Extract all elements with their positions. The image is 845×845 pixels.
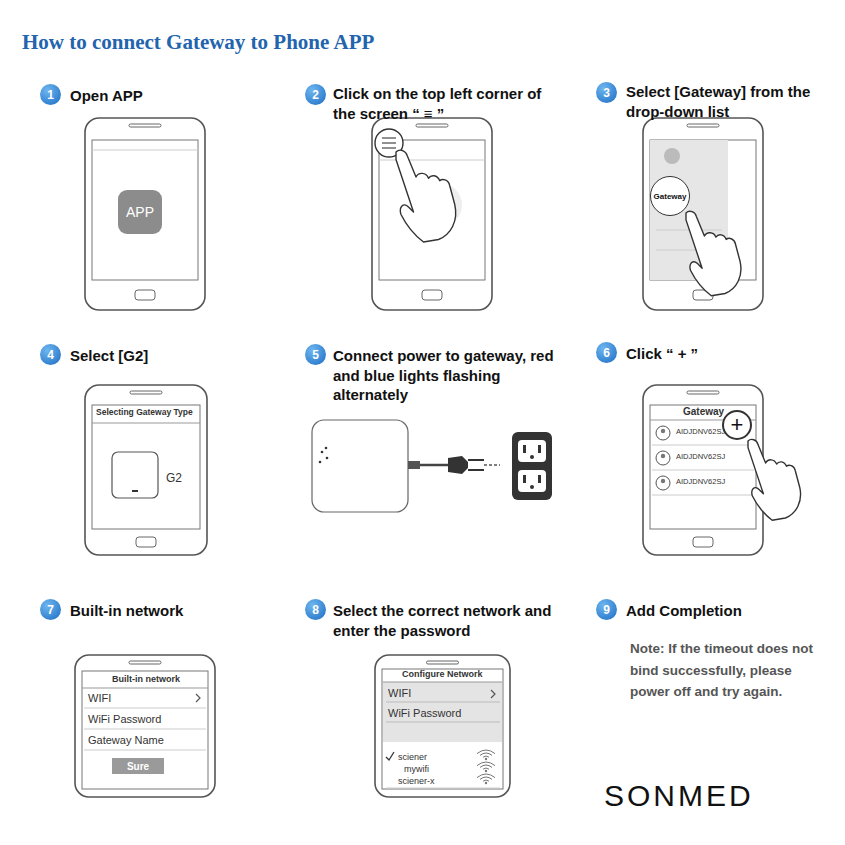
settings-panel bbox=[383, 682, 502, 742]
node-text: 6 bbox=[603, 346, 610, 360]
separator bbox=[84, 729, 206, 730]
add-button: + bbox=[722, 410, 752, 440]
phone bbox=[85, 118, 205, 310]
wifi-icon bbox=[477, 762, 495, 772]
step-heading: Open APP bbox=[70, 86, 270, 106]
separator bbox=[382, 138, 396, 139]
screen-text: Selecting Gateway Type bbox=[96, 408, 193, 418]
separator bbox=[84, 750, 206, 751]
screen-text: WIFI bbox=[88, 692, 111, 705]
step-number: 2 bbox=[305, 84, 326, 105]
separator bbox=[386, 788, 500, 789]
chevron bbox=[491, 690, 495, 698]
brand-logo: SONMED bbox=[604, 781, 754, 811]
screen-text: WiFi Password bbox=[88, 713, 161, 726]
plug bbox=[448, 456, 468, 474]
step-heading: Select [Gateway] from the drop-down list bbox=[626, 82, 836, 121]
screen-text: mywifi bbox=[404, 764, 429, 774]
pointing-hand bbox=[396, 150, 456, 242]
node-text: + bbox=[731, 414, 744, 436]
step-number: 7 bbox=[40, 599, 61, 620]
node-text: 2 bbox=[312, 88, 319, 102]
separator bbox=[382, 148, 396, 149]
wall-outlet bbox=[512, 432, 552, 500]
separator bbox=[92, 423, 200, 424]
step-heading: Add Completion bbox=[626, 601, 826, 621]
step-number: 5 bbox=[305, 344, 326, 365]
separator bbox=[386, 702, 500, 703]
screen-text: Gateway Name bbox=[88, 734, 164, 747]
node-text: 9 bbox=[603, 603, 610, 617]
node-text: Sure bbox=[127, 761, 149, 772]
step-heading: Select the correct network and enter the… bbox=[333, 601, 588, 640]
node-text: 7 bbox=[47, 603, 54, 617]
separator bbox=[82, 688, 208, 689]
separator bbox=[379, 160, 485, 161]
node-text: 3 bbox=[603, 86, 610, 100]
note: Note: If the timeout does not bind succe… bbox=[630, 638, 835, 703]
screen-text: G2 bbox=[166, 472, 182, 486]
wifi-icon bbox=[477, 774, 495, 784]
phone bbox=[85, 385, 207, 555]
wifi-icon bbox=[477, 750, 495, 760]
avatar-icon bbox=[656, 451, 670, 465]
chevron bbox=[196, 694, 200, 702]
page-title: How to connect Gateway to Phone APP bbox=[22, 29, 374, 55]
phone bbox=[643, 118, 763, 310]
screen-text: WiFi Password bbox=[388, 707, 461, 720]
check-mark bbox=[386, 752, 394, 760]
separator bbox=[84, 708, 206, 709]
step-heading: Select [G2] bbox=[70, 346, 270, 366]
app-icon: APP bbox=[118, 190, 162, 234]
step-heading: Connect power to gateway, red and blue l… bbox=[333, 346, 558, 405]
phone bbox=[375, 655, 510, 797]
pointing-hand bbox=[748, 439, 801, 520]
step-heading: Click on the top left corner of the scre… bbox=[333, 84, 548, 123]
separator bbox=[652, 495, 754, 496]
node-text: Gateway bbox=[654, 192, 687, 201]
step-heading: Click “ + ” bbox=[626, 344, 826, 364]
node-text: 4 bbox=[47, 348, 54, 362]
separator bbox=[652, 470, 754, 471]
separator bbox=[652, 445, 754, 446]
screen-text: AIDJDNV62SJ bbox=[676, 428, 725, 437]
screen-text: Built-in network bbox=[112, 674, 180, 684]
screen-text: AIDJDNV62SJ bbox=[676, 478, 725, 487]
screen-text: Gateway bbox=[683, 406, 724, 418]
screen-text: sciener-x bbox=[398, 776, 435, 786]
screen-text: sciener bbox=[398, 752, 427, 762]
node-text: 8 bbox=[312, 603, 319, 617]
phone bbox=[75, 655, 215, 797]
gateway-device bbox=[112, 452, 158, 498]
separator bbox=[92, 150, 198, 151]
screen-text: AIDJDNV62SJ bbox=[676, 453, 725, 462]
node-text: 1 bbox=[47, 88, 54, 102]
phone bbox=[643, 385, 763, 555]
node-text: APP bbox=[126, 204, 154, 220]
avatar-icon bbox=[656, 476, 670, 490]
step-heading: Built-in network bbox=[70, 601, 270, 621]
step-number: 9 bbox=[596, 599, 617, 620]
separator bbox=[383, 682, 502, 683]
sure-button: Sure bbox=[112, 758, 164, 774]
phone bbox=[372, 118, 492, 310]
menu-item-circle: Gateway bbox=[650, 176, 690, 216]
avatar-icon bbox=[656, 426, 670, 440]
gateway-device bbox=[312, 420, 408, 512]
node-text: 5 bbox=[312, 348, 319, 362]
separator bbox=[382, 143, 396, 144]
step-number: 6 bbox=[596, 342, 617, 363]
step-number: 3 bbox=[596, 82, 617, 103]
screen-text: WIFI bbox=[388, 687, 411, 700]
cable bbox=[420, 464, 448, 467]
step-number: 4 bbox=[40, 344, 61, 365]
screen-text: Configure Network bbox=[402, 669, 483, 679]
step-number: 1 bbox=[40, 84, 61, 105]
separator bbox=[386, 722, 500, 723]
step-number: 8 bbox=[305, 599, 326, 620]
pointing-hand bbox=[686, 211, 741, 295]
